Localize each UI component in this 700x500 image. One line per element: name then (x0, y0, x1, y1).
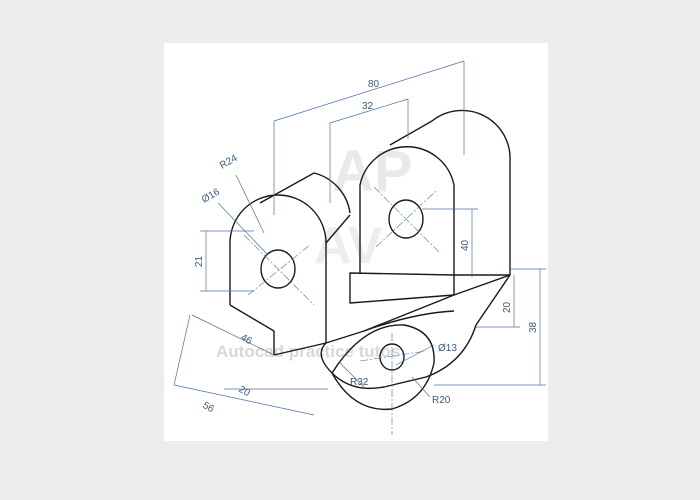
base-front (320, 324, 477, 390)
dim-depth-c: 56 (201, 400, 217, 415)
dim-base-height: 20 (502, 301, 513, 313)
watermark-monogram: AP (332, 139, 413, 204)
left-ear-front (229, 194, 327, 356)
dimension-lines (173, 60, 546, 416)
dim-slot-height: 40 (460, 239, 471, 251)
dim-gap-width: 32 (362, 101, 374, 112)
dim-hole-height: 21 (194, 255, 205, 267)
dim-depth-b: 20 (237, 384, 253, 399)
left-ear-top (259, 172, 351, 214)
watermark-monogram-2: AV (314, 217, 383, 275)
dim-inner-radius: R32 (350, 377, 369, 388)
part-outline (229, 109, 511, 411)
dim-overall-width: 80 (368, 79, 380, 90)
dim-depth-a: 46 (239, 332, 255, 347)
watermark: AP AV Autocad practice tutos (216, 139, 413, 361)
dim-outer-radius: R20 (432, 395, 451, 406)
watermark-text: Autocad practice tutos (216, 342, 400, 361)
left-ear-bottom (229, 304, 275, 355)
drawing-card: AP AV Autocad practice tutos (164, 43, 548, 441)
center-lines (243, 186, 441, 435)
right-ear-front (359, 146, 455, 273)
bottom-lug (331, 324, 435, 411)
dim-top-radius: R24 (218, 153, 240, 172)
dim-hole-diameter: Ø16 (200, 186, 222, 205)
right-ear-top (389, 109, 511, 275)
bottom-lug-top (363, 310, 455, 332)
isometric-drawing: AP AV Autocad practice tutos (173, 60, 546, 435)
base-top (325, 274, 511, 344)
dim-total-height: 38 (528, 321, 539, 333)
slot-floor (349, 272, 455, 304)
right-hole (388, 199, 424, 239)
left-hole (260, 249, 296, 289)
left-ear-side (325, 214, 351, 244)
dim-bottom-hole: Ø13 (438, 343, 457, 354)
